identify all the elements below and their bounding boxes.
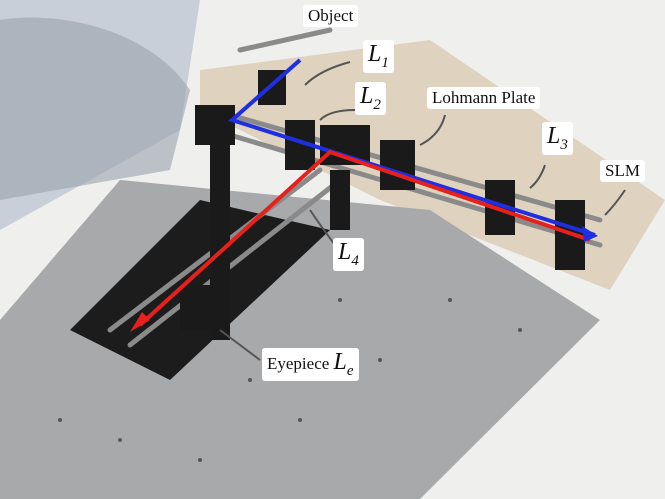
label-arrows [219, 61, 626, 361]
label-l1: L1 [363, 40, 394, 73]
beam-red [138, 149, 591, 327]
optical-mounts [180, 70, 585, 340]
label-lohmann-plate: Lohmann Plate [427, 87, 541, 109]
label-slm: SLM [600, 160, 645, 182]
label-l2: L2 [355, 82, 386, 115]
label-eyepiece: Eyepiece Le [262, 348, 359, 381]
beam-blue [228, 58, 596, 237]
label-object: Object [303, 5, 359, 27]
label-l4: L4 [333, 238, 364, 271]
label-l3: L3 [542, 122, 573, 155]
